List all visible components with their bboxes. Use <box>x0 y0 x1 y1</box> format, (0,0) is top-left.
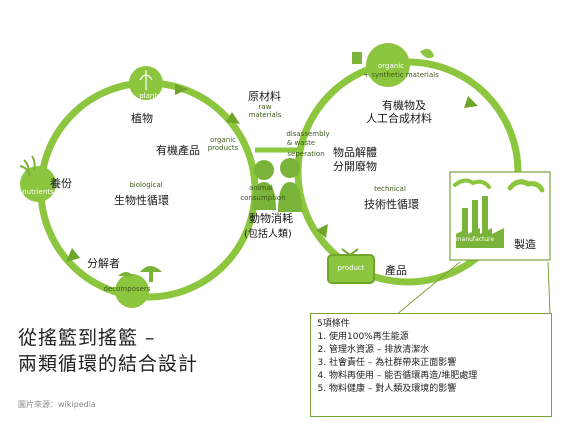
disassembly-label-en-3: seperation <box>287 150 325 158</box>
disassembly-label-en-2: & waste <box>286 139 316 147</box>
technical-label-en-2: cycle <box>378 193 398 201</box>
image-source: 圖片來源：wikipedia <box>18 400 96 409</box>
technical-label-zh: 技術性循環 <box>364 198 419 211</box>
organic-synthetic-icon <box>352 43 434 87</box>
decomposers-label-zh: 分解者 <box>87 257 120 270</box>
animal-label-zh-2: (包括人類) <box>244 229 292 240</box>
condition-item: 物料健康 – 對人類及環境的影響 <box>329 383 545 396</box>
manufacture-label-en: manufacture <box>455 236 495 243</box>
product-label-en: product <box>337 264 365 272</box>
nutrients-label-en: nutrients <box>22 188 54 196</box>
product-label-zh: 產品 <box>385 264 407 277</box>
people-icon <box>252 158 302 212</box>
raw-materials-label-en-2: materials <box>248 111 282 119</box>
arrow-icon <box>66 248 80 262</box>
arrow-icon <box>464 96 478 108</box>
conditions-panel: 5項條件 使用100%再生能源 管理水資源 – 排放清潔水 社會責任 – 為社群… <box>310 313 552 417</box>
plants-icon <box>129 66 163 100</box>
animal-label-en-2: consumption <box>240 194 286 202</box>
organic-products-label-zh: 有機產品 <box>156 144 200 157</box>
manufacture-panel <box>389 171 551 321</box>
decomposers-label-en: decomposers <box>103 285 151 293</box>
page-title-line2: 兩類循環的結合設計 <box>18 353 199 375</box>
disassembly-label-zh-2: 分開廢物 <box>333 160 377 173</box>
condition-item: 使用100%再生能源 <box>329 331 545 344</box>
nutrients-icon <box>19 155 56 202</box>
disassembly-label-zh-1: 物品解體 <box>333 146 377 159</box>
organic-synthetic-label-en-1: organic <box>377 62 404 70</box>
decomposers-icon <box>115 266 162 308</box>
animal-label-en-1: animal <box>249 184 273 192</box>
condition-item: 社會責任 – 為社群帶來正面影響 <box>329 357 545 370</box>
page-title-line1: 從搖籃到搖籃 – <box>18 327 156 349</box>
organic-products-label-en-2: products <box>207 144 239 152</box>
organic-products-label-en-1: organic <box>209 136 236 144</box>
arrow-icon <box>226 112 240 124</box>
technical-label-en-1: technical <box>374 185 406 193</box>
product-icon <box>327 248 375 284</box>
organic-synthetic-label-zh-1: 有機物及 <box>382 99 426 112</box>
organic-synthetic-label-zh-2: 人工合成材料 <box>366 112 432 125</box>
nutrients-label-zh: 養份 <box>50 177 72 190</box>
conditions-heading: 5項條件 <box>317 319 350 329</box>
plants-label-en: plants <box>139 92 161 100</box>
disassembly-label-en-1: disassembly <box>286 130 330 138</box>
biological-label-en-2: cycle <box>136 189 156 197</box>
biological-label-en-1: biological <box>129 181 163 189</box>
biological-label-zh: 生物性循環 <box>114 194 169 207</box>
conditions-list: 使用100%再生能源 管理水資源 – 排放清潔水 社會責任 – 為社群帶來正面影… <box>317 331 545 396</box>
organic-synthetic-label-en-2: + synthetic materials <box>363 71 439 79</box>
raw-materials-label-zh: 原材料 <box>248 90 281 103</box>
raw-materials-label-en-1: raw <box>258 103 272 111</box>
animal-label-zh-1: 動物消耗 <box>249 212 293 225</box>
arrow-icon <box>316 224 328 238</box>
manufacture-label-zh: 製造 <box>514 238 536 251</box>
condition-item: 物料再使用 – 能否循環再造/堆肥處理 <box>329 370 545 383</box>
arrow-icon <box>175 84 188 95</box>
condition-item: 管理水資源 – 排放清潔水 <box>329 344 545 357</box>
plants-label-zh: 植物 <box>131 112 153 125</box>
